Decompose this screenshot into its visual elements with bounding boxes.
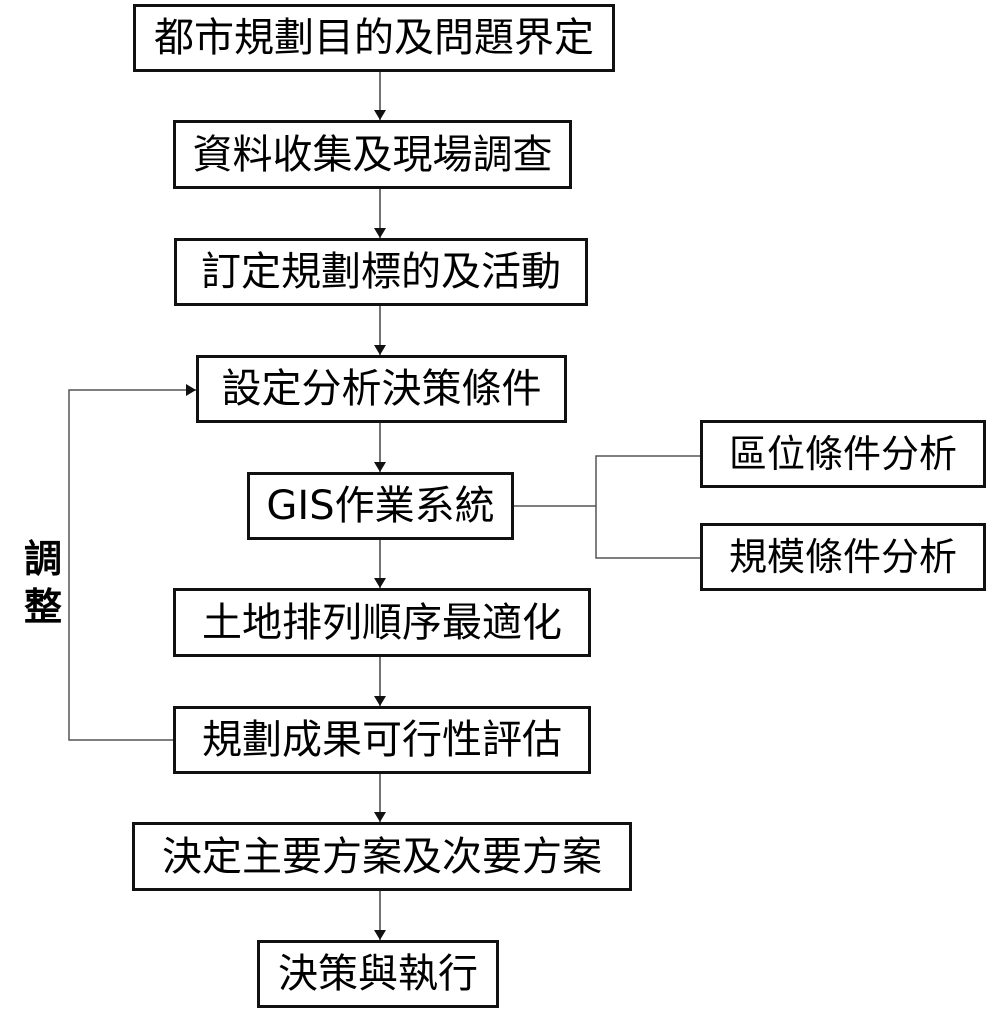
step-decision-conditions: 設定分析決策條件 (196, 355, 567, 423)
step-planning-targets: 訂定規劃標的及活動 (174, 238, 588, 306)
side-scale-analysis: 規模條件分析 (700, 523, 986, 591)
feedback-loop-line (68, 384, 196, 741)
step-label: 設定分析決策條件 (221, 366, 542, 412)
side-label: 規模條件分析 (728, 535, 957, 579)
step-label: 規劃成果可行性評估 (202, 717, 562, 763)
step-land-optimization: 土地排列順序最適化 (173, 588, 591, 657)
step-decision-execution: 決策與執行 (257, 940, 499, 1008)
step-label: 資料收集及現場調查 (192, 131, 553, 178)
step-gis-system: GIS作業系統 (247, 472, 514, 540)
side-branch-connector-bottom (595, 506, 700, 559)
step-label: 訂定規劃標的及活動 (201, 249, 561, 295)
step-feasibility-evaluation: 規劃成果可行性評估 (173, 706, 591, 774)
side-label: 區位條件分析 (728, 432, 957, 476)
step-label: 決定主要方案及次要方案 (162, 833, 602, 880)
feedback-label-char-1: 調 (24, 537, 63, 581)
step-problem-definition: 都市規劃目的及問題界定 (133, 4, 615, 72)
side-branch-connector-top (595, 455, 700, 506)
step-label: GIS作業系統 (266, 483, 495, 529)
feedback-label-char-2: 整 (24, 585, 63, 629)
step-label: 決策與執行 (278, 951, 478, 997)
step-label: 都市規劃目的及問題界定 (154, 15, 594, 61)
step-data-collection: 資料收集及現場調查 (173, 120, 572, 189)
step-label: 土地排列順序最適化 (202, 599, 562, 646)
step-choose-alternatives: 決定主要方案及次要方案 (132, 822, 632, 891)
side-location-analysis: 區位條件分析 (700, 420, 986, 488)
